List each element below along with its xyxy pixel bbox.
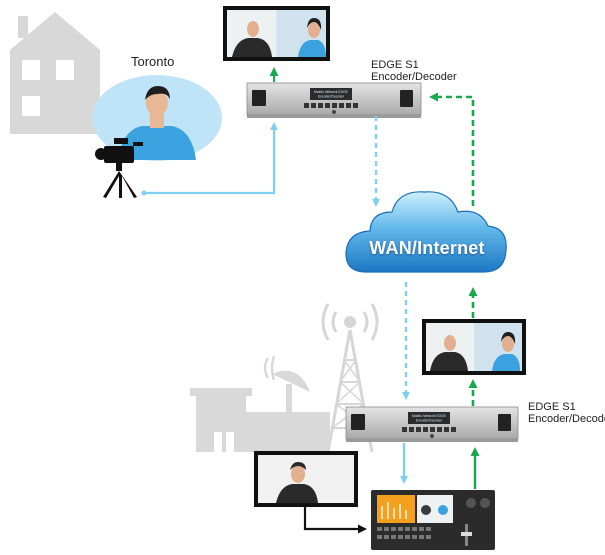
cloud-to-top-device-arrow xyxy=(429,92,475,206)
monitor-to-switcher-arrow xyxy=(303,507,367,534)
house-icon xyxy=(10,12,100,134)
device-bottom-label: EDGE S1 Encoder/Decoder xyxy=(528,401,605,425)
camera-to-encoder-arrow xyxy=(141,122,278,196)
device-screen-line2: Encoder/Decoder xyxy=(318,95,345,99)
device-top-sub: Encoder/Decoder xyxy=(371,71,457,83)
edge-s1-device-bottom: Makito Network EDGE Encoder/Decoder xyxy=(345,406,519,442)
edge-s1-device-top: Makito Network EDGE Encoder/Decoder xyxy=(246,82,422,118)
device-top-label: EDGE S1 Encoder/Decoder xyxy=(371,59,457,83)
monitor-bottom-right xyxy=(422,319,526,375)
video-camera-icon xyxy=(95,138,143,198)
device-screen-line1-bottom: Makito Network EDGE xyxy=(412,414,447,418)
production-switcher-icon xyxy=(371,490,495,550)
monitor-bottom-left xyxy=(254,451,358,507)
network-label: WAN/Internet xyxy=(369,238,485,258)
device-screen-line1: Makito Network EDGE xyxy=(314,90,349,94)
monitor-top xyxy=(223,6,330,61)
device-bottom-name: EDGE S1 xyxy=(528,401,576,413)
device-bottom-sub: Encoder/Decoder xyxy=(528,413,605,425)
device-top-name: EDGE S1 xyxy=(371,59,419,71)
wan-internet-cloud xyxy=(345,191,507,273)
studio-building-icon xyxy=(190,355,330,452)
location-label: Toronto xyxy=(131,54,175,69)
device-screen-line2-bottom: Encoder/Decoder xyxy=(416,419,443,423)
